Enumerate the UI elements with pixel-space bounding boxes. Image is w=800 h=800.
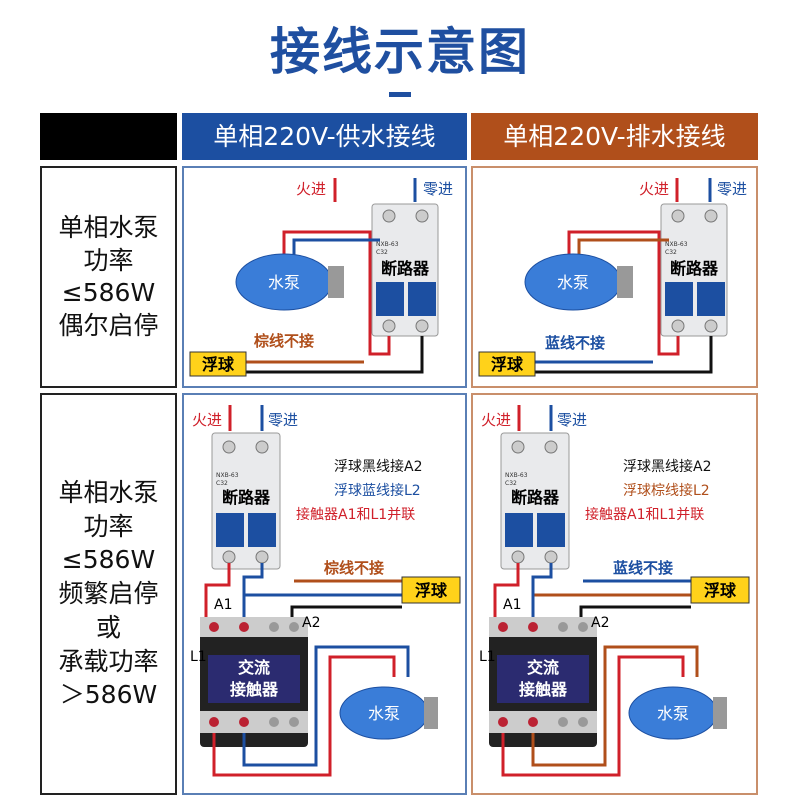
contactor-label-line1: 交流 [238,658,270,677]
breaker-rating: C32 [665,249,677,256]
pump-label: 水泵 [368,704,400,723]
breaker-label: 断路器 [381,259,430,278]
contactor-label-line2: 接触器 [519,680,568,699]
unused-wire-label: 棕线不接 [254,332,314,350]
unused-wire-label: 蓝线不接 [613,559,673,577]
float-label: 浮球 [415,581,448,600]
unused-wire-label: 棕线不接 [324,559,384,577]
contactor-label-line2: 接触器 [230,680,279,699]
breaker-rating: C32 [216,480,228,487]
breaker-rating: C32 [505,480,517,487]
unused-wire-label: 蓝线不接 [545,334,605,352]
note-line: 接触器A1和L1并联 [296,506,415,523]
panel-drain-simple: 火进 零进 NXB-63 C32 断路器 水泵 浮球 蓝线不接 [471,166,758,388]
breaker: NXB-63 C32 断路器 [500,432,570,570]
neutral-in-label: 零进 [557,411,587,429]
terminal-a2-label: A2 [591,615,609,631]
row1-line: 偶尔启停 [58,310,159,340]
terminal-a1-label: A1 [503,597,521,613]
pump-label: 水泵 [657,704,689,723]
panel-supply-contactor: 火进 零进 NXB-63 C32 断路器 浮球黑线接A2 浮球蓝线接L2 接触器… [182,393,467,795]
note-line: 浮球棕线接L2 [623,482,710,499]
breaker-label: 断路器 [222,488,271,507]
terminal-l1-label: L1 [479,649,496,665]
row1-line: 单相水泵 [58,213,159,242]
row1-label: 单相水泵 功率 ≤586W 偶尔启停 [40,166,177,388]
pump: 水泵 [235,253,344,311]
row2-line: ≤586W [61,545,156,575]
pump: 水泵 [339,686,438,740]
title-underline [389,92,411,97]
row2-line: 单相水泵 [58,477,159,507]
breaker: NXB-63 C32 断路器 [660,203,728,337]
row1-line: ≤586W [61,278,156,307]
terminal-a2-label: A2 [302,615,320,631]
note-line: 浮球黑线接A2 [334,458,422,475]
row2-line: 功率 [83,511,134,541]
neutral-in-label: 零进 [717,180,747,198]
terminal-l1-label: L1 [190,649,207,665]
live-in-label: 火进 [192,411,222,429]
float-switch: 浮球 [189,351,247,377]
row2-line: 频繁启停 [58,579,159,609]
note-line: 接触器A1和L1并联 [585,506,704,523]
pump-label: 水泵 [268,273,300,292]
page-title: 接线示意图 [270,23,530,81]
breaker-model: NXB-63 [505,472,528,479]
float-label: 浮球 [704,581,737,600]
note-line: 浮球黑线接A2 [623,458,711,475]
row2-label: 单相水泵 功率 ≤586W 频繁启停 或 承载功率 ＞586W [40,393,177,795]
pump: 水泵 [524,253,633,311]
row2-line: ＞586W [59,680,158,710]
live-in-label: 火进 [481,411,511,429]
float-switch: 浮球 [478,351,536,377]
pump: 水泵 [628,686,727,740]
terminal-a1-label: A1 [214,597,232,613]
header-blank [40,113,177,160]
panel-drain-contactor: 火进 零进 NXB-63 C32 断路器 浮球黑线接A2 浮球棕线接L2 接触器… [471,393,758,795]
header-supply: 单相220V-供水接线 [182,113,467,160]
breaker-label: 断路器 [511,488,560,507]
neutral-in-label: 零进 [268,411,298,429]
note-line: 浮球蓝线接L2 [334,482,421,499]
ac-contactor: 交流 接触器 [200,617,308,747]
breaker-rating: C32 [376,249,388,256]
row2-line: 或 [95,612,121,642]
float-label: 浮球 [202,355,235,374]
breaker: NXB-63 C32 断路器 [371,203,439,337]
pump-label: 水泵 [557,273,589,292]
contactor-label-line1: 交流 [527,658,559,677]
live-in-label: 火进 [296,180,326,198]
breaker-model: NXB-63 [216,472,239,479]
float-switch: 浮球 [690,576,750,604]
row2-line: 承载功率 [58,646,159,676]
panel-supply-simple: 火进 零进 NXB-63 C32 断路器 水泵 浮球 棕线不接 [182,166,467,388]
breaker-label: 断路器 [670,259,719,278]
float-switch: 浮球 [401,576,461,604]
live-in-label: 火进 [639,180,669,198]
float-label: 浮球 [491,355,524,374]
breaker-model: NXB-63 [665,241,688,248]
breaker-model: NXB-63 [376,241,399,248]
ac-contactor: 交流 接触器 [489,617,597,747]
breaker: NXB-63 C32 断路器 [211,432,281,570]
header-drain: 单相220V-排水接线 [471,113,758,160]
neutral-in-label: 零进 [423,180,453,198]
row1-line: 功率 [83,245,134,275]
